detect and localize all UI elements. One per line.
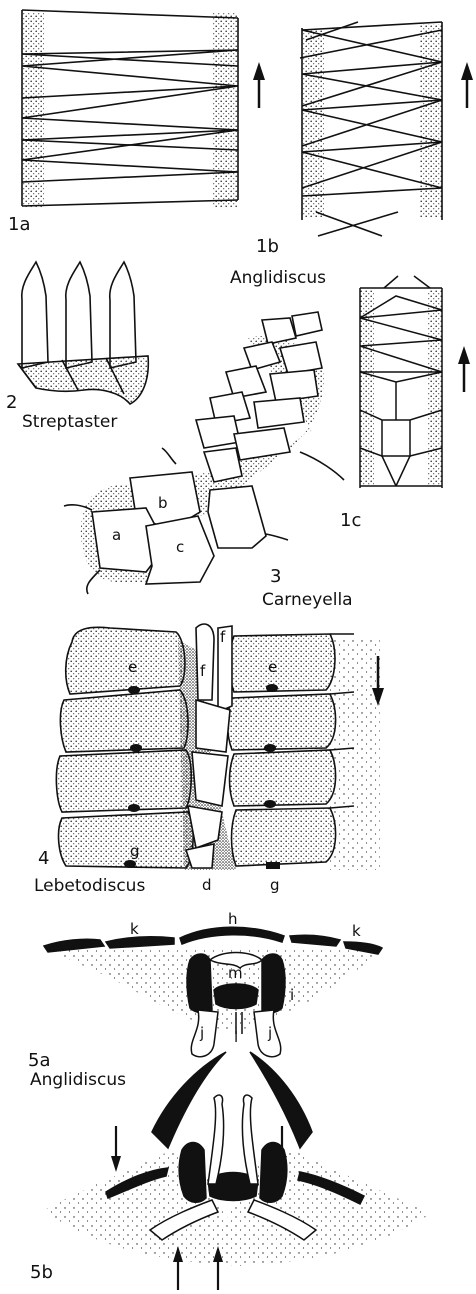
figure-5a-part-k-right: k	[352, 924, 361, 939]
figure-1c-arrow	[458, 346, 470, 392]
figure-5a-part-j-right: j	[268, 1026, 272, 1041]
figure-3-plate-c: c	[176, 540, 184, 555]
figure-5a-name: Anglidiscus	[30, 1072, 126, 1089]
figure-2-label: 2	[6, 394, 17, 412]
figure-5a-section	[44, 927, 382, 1057]
figure-1b-name: Anglidiscus	[230, 270, 326, 287]
figure-5a-part-l: l	[234, 1030, 238, 1045]
figure-5b-label: 5b	[30, 1264, 53, 1282]
figure-4-plates	[56, 624, 380, 870]
figure-5a-part-k-left: k	[130, 922, 139, 937]
figure-3-plate-b: b	[158, 496, 168, 511]
figure-4-part-f-left: f	[200, 664, 205, 679]
figure-3-plate-a: a	[112, 528, 121, 543]
figure-4-part-g-right: g	[270, 878, 280, 893]
figure-4-part-e-left: e	[128, 660, 137, 675]
figure-2-name: Streptaster	[22, 414, 117, 431]
figure-1c-label: 1c	[340, 512, 361, 530]
figure-4-name: Lebetodiscus	[34, 878, 145, 895]
figure-3-name: Carneyella	[262, 592, 353, 609]
figure-5a-part-i: i	[290, 988, 294, 1003]
figure-3-plates	[64, 312, 344, 594]
figure-1c-column	[360, 276, 442, 488]
figure-4-part-d: d	[202, 878, 212, 893]
figure-5a-part-j-left: j	[200, 1026, 204, 1041]
figure-5a-label: 5a	[28, 1052, 50, 1070]
figure-4-part-e-right: e	[268, 660, 277, 675]
figure-4-label: 4	[38, 850, 49, 868]
figure-4-part-f-right: f	[220, 630, 225, 645]
figure-5a-part-h: h	[228, 912, 238, 927]
figure-1b-label: 1b	[256, 238, 279, 256]
figure-2-plates	[18, 262, 148, 404]
figure-3-label: 3	[270, 568, 281, 586]
figure-1a-label: 1a	[8, 216, 30, 234]
figure-4-part-g-left: g	[130, 844, 140, 859]
figure-1a-column	[22, 10, 238, 208]
figure-1a-arrow	[253, 62, 265, 108]
figure-1b-arrow	[461, 62, 473, 108]
figure-5a-part-m: m	[228, 966, 243, 981]
figure-1b-column	[300, 22, 442, 236]
